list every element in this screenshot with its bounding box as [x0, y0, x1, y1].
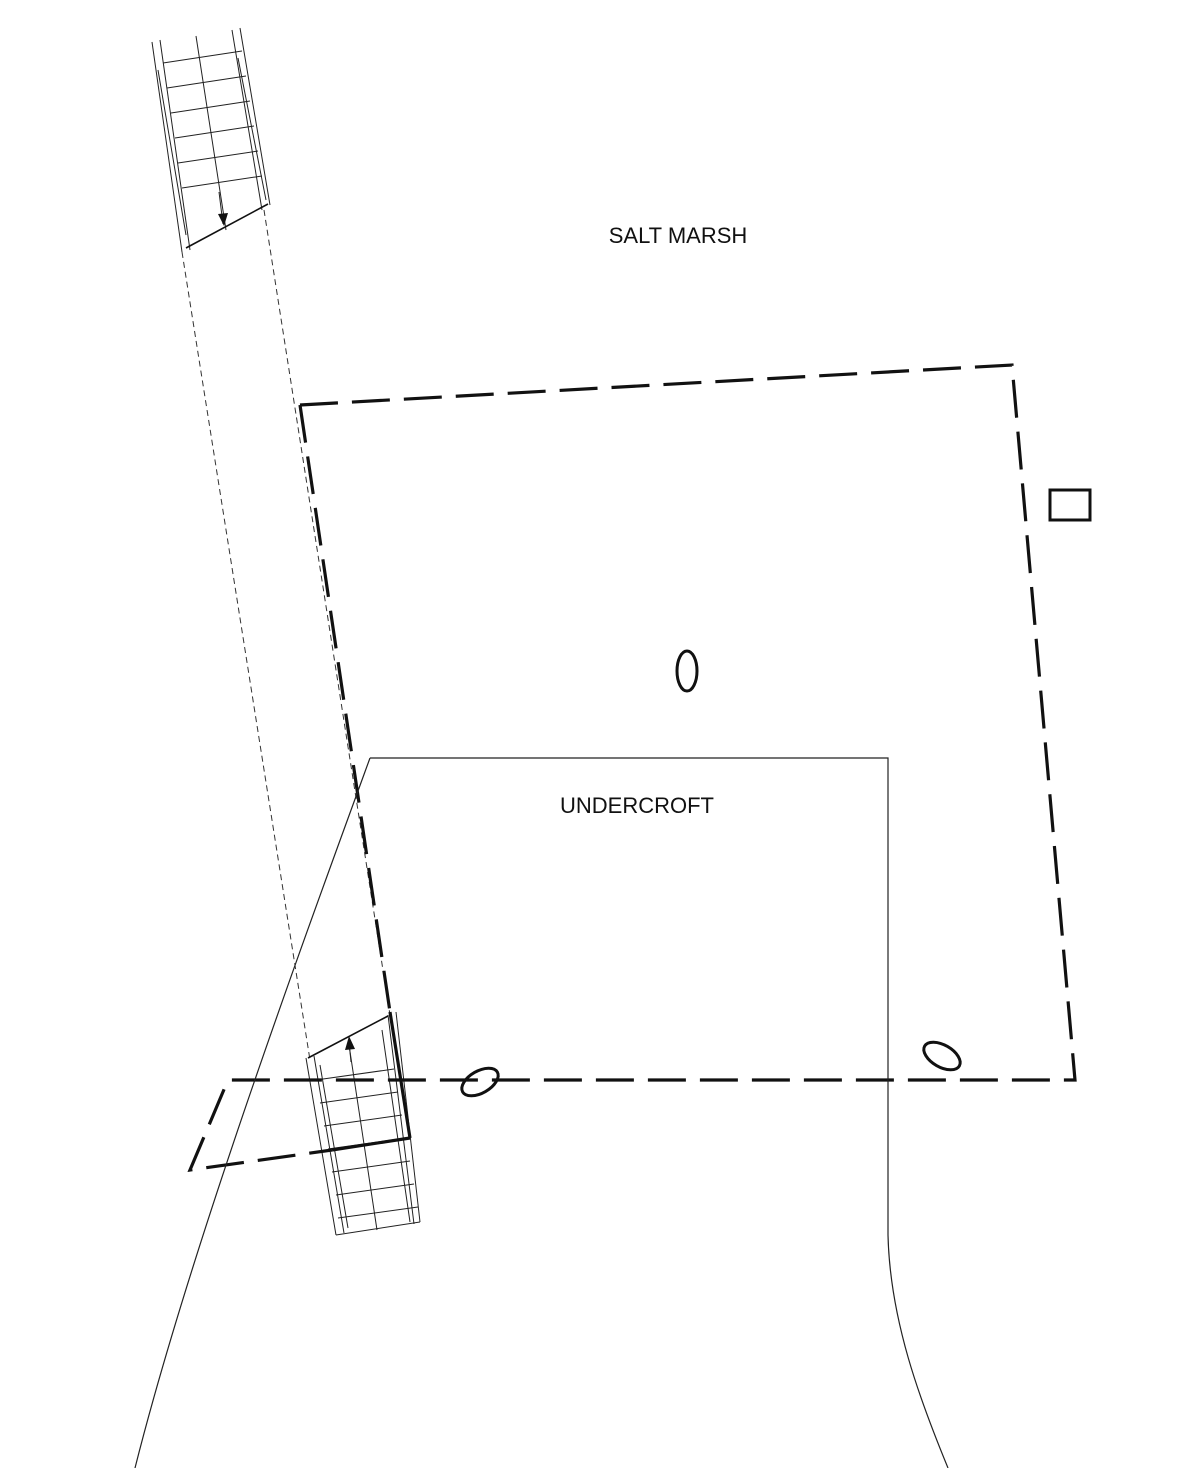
lower-stair — [305, 1011, 421, 1236]
down-arrow-icon — [218, 213, 228, 226]
pile-right — [922, 1040, 962, 1072]
post-square — [1048, 488, 1092, 522]
upper-stair — [151, 27, 271, 253]
up-arrow-icon — [345, 1036, 355, 1050]
undercroft-outline — [134, 757, 949, 1468]
walkway-dashed — [181, 209, 391, 1061]
undercroft-label: UNDERCROFT — [560, 793, 714, 818]
salt-marsh-label: SALT MARSH — [609, 223, 748, 248]
pile-center — [675, 649, 699, 693]
pile-left — [460, 1066, 500, 1098]
deck-outline — [187, 363, 1077, 1172]
